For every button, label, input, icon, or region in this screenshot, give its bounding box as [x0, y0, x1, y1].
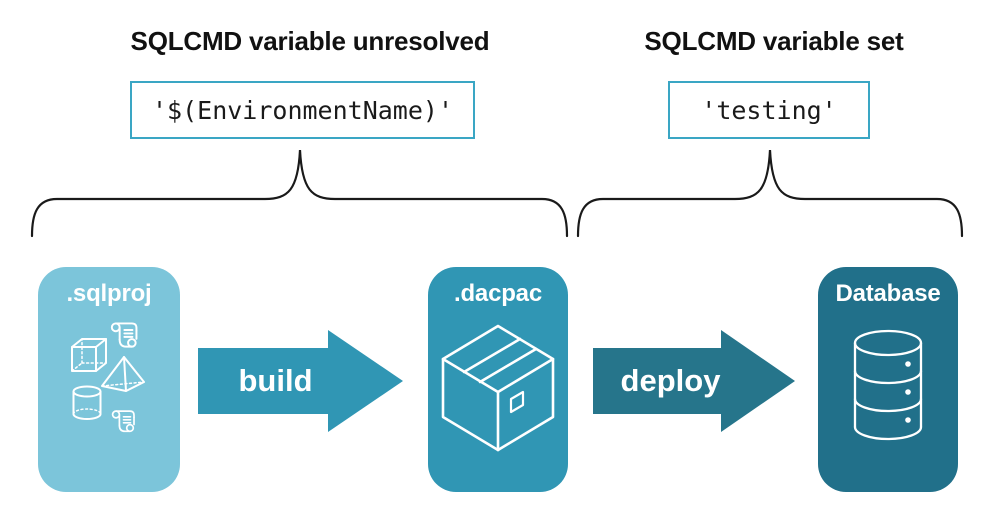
deploy-arrow-shape — [593, 330, 795, 432]
scroll-icon — [111, 410, 135, 433]
code-value-set: 'testing' — [701, 95, 837, 125]
build-arrow-label: build — [238, 363, 313, 398]
cube-icon — [71, 338, 107, 372]
deploy-arrow: deploy — [593, 330, 800, 434]
database-cylinder-icon — [853, 329, 923, 441]
code-box-set: 'testing' — [668, 81, 870, 139]
scroll-icon — [110, 322, 138, 348]
arrow-right-icon — [198, 330, 403, 432]
build-arrow: build — [198, 330, 408, 434]
pyramid-icon — [101, 356, 145, 392]
code-box-unresolved: '$(EnvironmentName)' — [130, 81, 475, 139]
card-dacpac-title: .dacpac — [454, 280, 542, 307]
card-database: Database — [818, 267, 958, 492]
heading-sqlcmd-unresolved: SQLCMD variable unresolved — [130, 26, 490, 56]
deploy-arrow-label: deploy — [620, 363, 721, 398]
build-arrow-shape — [198, 330, 403, 432]
left-brace-icon — [30, 149, 569, 238]
card-sqlproj: .sqlproj — [38, 267, 180, 492]
code-value-unresolved: '$(EnvironmentName)' — [151, 95, 454, 125]
arrow-right-icon — [593, 330, 795, 432]
card-dacpac: .dacpac — [428, 267, 568, 492]
cylinder-icon — [72, 385, 102, 420]
card-sqlproj-title: .sqlproj — [66, 280, 152, 307]
package-box-icon — [441, 324, 555, 452]
right-brace-icon — [576, 149, 964, 238]
sqlproj-art — [71, 322, 145, 433]
database-art — [853, 329, 923, 441]
card-database-title: Database — [835, 280, 941, 307]
heading-sqlcmd-set: SQLCMD variable set — [644, 26, 904, 56]
dacpac-art — [441, 324, 555, 452]
